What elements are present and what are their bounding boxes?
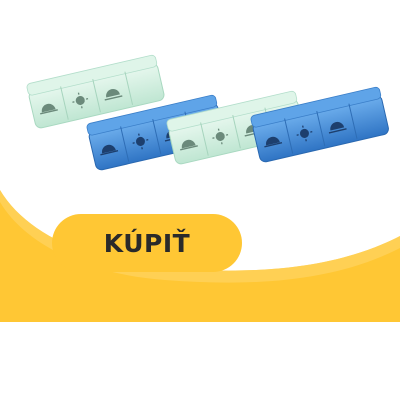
buy-button-label: KÚPIŤ	[103, 228, 191, 258]
sun-icon	[212, 128, 229, 145]
buy-button[interactable]: KÚPIŤ	[52, 214, 242, 272]
sunset-icon	[328, 121, 347, 134]
sunrise-icon	[180, 139, 198, 151]
sunrise-icon	[100, 144, 119, 156]
sunset-icon	[104, 88, 123, 101]
sunrise-icon	[40, 103, 58, 115]
sun-icon	[132, 133, 149, 150]
pill-box-mint-left	[26, 54, 165, 129]
pill-box-blue-right	[250, 86, 389, 163]
sunrise-icon	[264, 136, 283, 148]
sun-icon	[72, 92, 89, 109]
sun-icon	[296, 125, 313, 142]
